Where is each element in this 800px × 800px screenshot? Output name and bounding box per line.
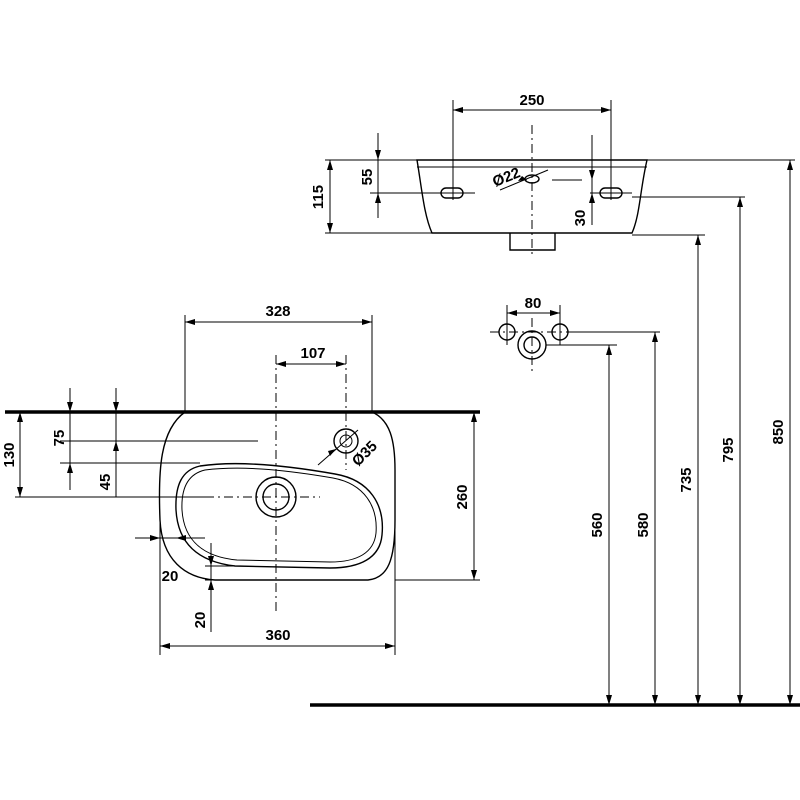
dim-wall-offset: 130 [1, 442, 18, 467]
waste-stub [509, 233, 556, 251]
dim-top-width: 250 [519, 92, 544, 109]
dim-tap-offset: 107 [300, 345, 325, 362]
dim-outer-width: 328 [265, 303, 290, 320]
dim-height-795: 795 [720, 437, 737, 462]
basin-plan-outline [158, 411, 396, 581]
dim-upper-offset: 75 [51, 430, 68, 447]
dim-rim-width: 20 [162, 568, 179, 585]
dim-pipe-spacing: 80 [525, 295, 542, 312]
pipe-connection-detail: 80 [490, 295, 660, 372]
dim-hole-offset: 55 [359, 169, 376, 186]
dim-top-height: 115 [310, 185, 327, 209]
dim-depth: 260 [454, 484, 471, 509]
dim-height-850: 850 [770, 419, 787, 444]
basin-bowl [175, 462, 384, 569]
dim-height-735: 735 [678, 467, 695, 492]
dim-overflow-dia: Ø35 [349, 438, 381, 470]
dim-lower-offset: 45 [97, 474, 114, 491]
dim-bottom-offset: 20 [192, 612, 209, 629]
basin-front-outline [416, 159, 648, 234]
dim-height-580: 580 [635, 512, 652, 537]
dim-overflow-offset: 30 [572, 210, 589, 227]
height-dimensions: 560 580 735 795 850 [310, 160, 800, 707]
plan-view: 328 107 Ø35 130 75 45 260 20 [1, 303, 480, 655]
dim-base-width: 360 [265, 627, 290, 644]
dim-tap-hole-dia: Ø22 [490, 164, 523, 190]
bowl-inner-rim [181, 467, 377, 563]
front-elevation: 250 115 55 30 Ø22 [310, 92, 795, 255]
dim-height-560: 560 [589, 512, 606, 537]
